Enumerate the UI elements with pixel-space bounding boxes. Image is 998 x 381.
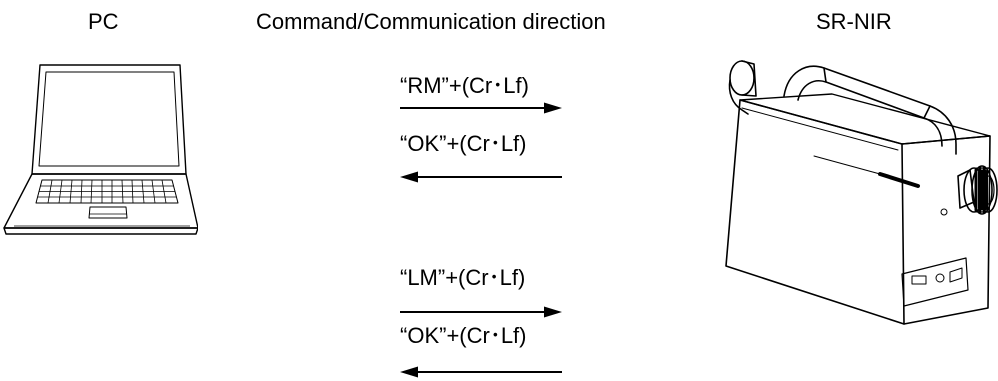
device-heading: SR-NIR xyxy=(816,9,892,34)
message-label-2: “OK”+(Cr･Lf) xyxy=(400,131,527,156)
arrow-left-2 xyxy=(400,366,562,378)
arrow-left-1 xyxy=(400,171,562,183)
message-label-3: “LM”+(Cr･Lf) xyxy=(400,265,526,290)
message-label-1: “RM”+(Cr･Lf) xyxy=(400,73,529,98)
pc-heading: PC xyxy=(88,9,119,34)
arrow-right-1 xyxy=(400,102,562,114)
arrow-right-2 xyxy=(400,306,562,318)
direction-heading: Command/Communication direction xyxy=(256,9,606,34)
message-label-4: “OK”+(Cr･Lf) xyxy=(400,323,527,348)
spectroradiometer-icon xyxy=(725,60,998,325)
laptop-icon xyxy=(3,64,198,235)
